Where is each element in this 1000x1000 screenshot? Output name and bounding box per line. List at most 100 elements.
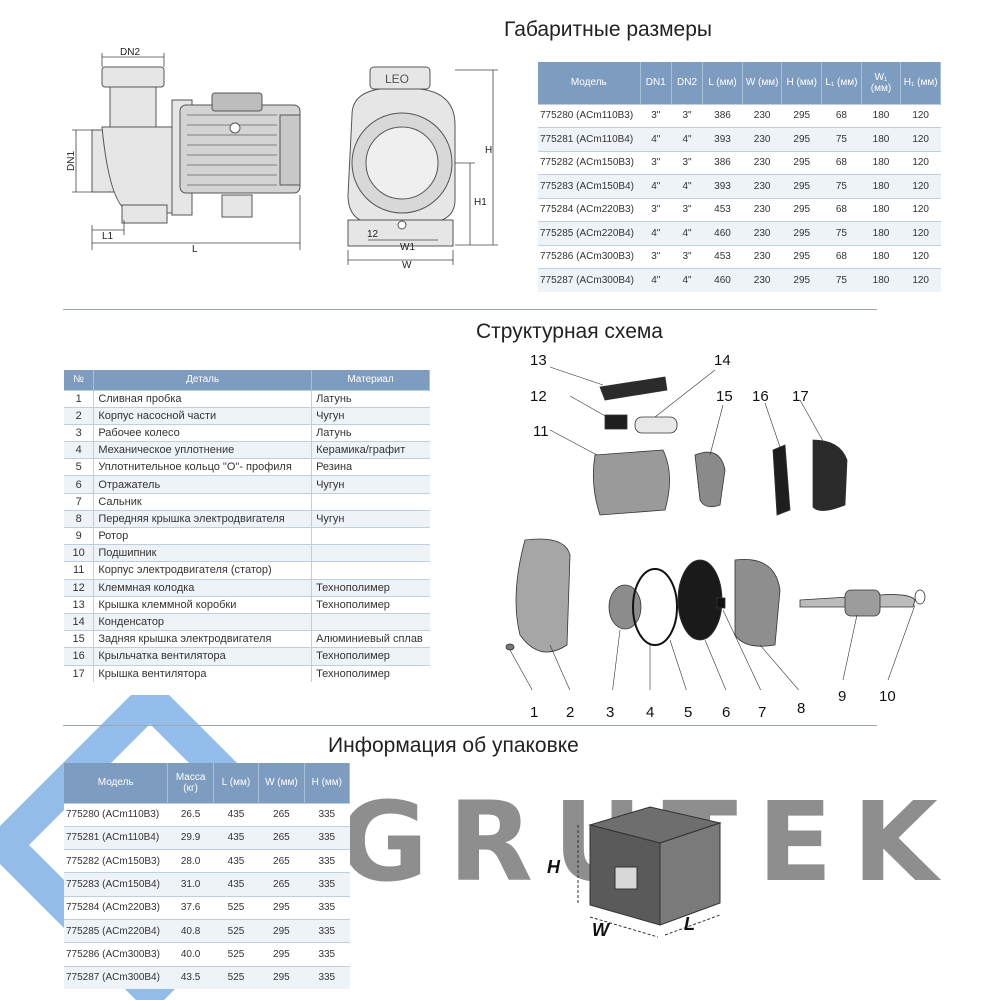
table-cell: Конденсатор bbox=[93, 612, 313, 631]
table-cell: 775286 (ACm300B3) bbox=[64, 942, 168, 967]
table-cell: Технополимер bbox=[311, 578, 430, 597]
table-cell: 295 bbox=[258, 895, 305, 920]
table-cell: 775284 (ACm220B3) bbox=[64, 895, 168, 920]
table-cell: 120 bbox=[900, 244, 941, 269]
part-callout-12: 12 bbox=[530, 388, 547, 405]
table-cell: 775282 (ACm150B3) bbox=[64, 849, 168, 873]
table-cell: 460 bbox=[702, 268, 743, 292]
table-cell: 11 bbox=[64, 561, 95, 580]
table-cell: Технополимер bbox=[311, 664, 430, 683]
column-header: H (мм) bbox=[781, 62, 823, 104]
part-callout-3: 3 bbox=[606, 704, 615, 721]
table-cell: 230 bbox=[742, 103, 782, 128]
table-cell: 3" bbox=[671, 244, 703, 269]
table-cell: 120 bbox=[900, 150, 941, 175]
table-cell: 3" bbox=[640, 197, 672, 222]
table-cell: 295 bbox=[781, 268, 822, 292]
table-cell: 775281 (ACm110B4) bbox=[64, 825, 168, 850]
table-cell: Корпус электродвигателя (статор) bbox=[93, 561, 313, 580]
table-cell: Чугун bbox=[311, 475, 430, 494]
table-cell: 75 bbox=[821, 127, 862, 151]
part-callout-16: 16 bbox=[752, 388, 769, 405]
table-cell: 40.8 bbox=[167, 918, 214, 943]
table-cell: 775283 (ACm150B4) bbox=[64, 872, 168, 897]
dn1-label: DN1 bbox=[66, 151, 77, 171]
table-cell: 265 bbox=[258, 802, 305, 827]
table-cell: 16 bbox=[64, 647, 95, 665]
table-cell: 335 bbox=[304, 895, 350, 920]
table-cell: 75 bbox=[821, 268, 862, 292]
table-cell: 4 bbox=[64, 441, 95, 459]
table-cell: 265 bbox=[258, 849, 305, 873]
column-header: Модель bbox=[538, 62, 641, 104]
l1-label: L1 bbox=[102, 231, 114, 242]
table-cell: Крыльчатка вентилятора bbox=[93, 647, 313, 665]
table-cell: Латунь bbox=[311, 423, 430, 442]
table-cell: 295 bbox=[781, 174, 822, 198]
table-cell: 435 bbox=[213, 849, 259, 873]
section-divider bbox=[63, 725, 877, 726]
table-cell: 525 bbox=[213, 895, 259, 920]
table-cell: 180 bbox=[861, 221, 901, 245]
table-cell: 26.5 bbox=[167, 802, 214, 827]
heading-structure: Структурная схема bbox=[476, 320, 663, 343]
table-cell: 180 bbox=[861, 244, 901, 269]
table-cell: 180 bbox=[861, 150, 901, 175]
table-cell: 295 bbox=[781, 127, 822, 151]
table-cell: Чугун bbox=[311, 406, 430, 425]
table-cell: 230 bbox=[742, 127, 782, 151]
table-cell: 335 bbox=[304, 965, 350, 990]
table-cell: 775282 (ACm150B3) bbox=[538, 150, 641, 175]
box-l-label: L bbox=[684, 914, 695, 934]
table-cell: Рабочее колесо bbox=[93, 423, 313, 442]
table-cell: 13 bbox=[64, 595, 95, 614]
table-cell: Чугун bbox=[311, 509, 430, 528]
table-cell: Механическое уплотнение bbox=[93, 441, 313, 459]
exploded-view-diagram bbox=[505, 366, 926, 690]
table-cell: 265 bbox=[258, 825, 305, 850]
table-cell: 15 bbox=[64, 630, 95, 648]
table-cell: 230 bbox=[742, 268, 782, 292]
table-cell: 43.5 bbox=[167, 965, 214, 990]
table-cell: 435 bbox=[213, 872, 259, 897]
table-cell: 775283 (ACm150B4) bbox=[538, 174, 641, 198]
table-cell: Задняя крышка электродвигателя bbox=[93, 630, 313, 648]
table-cell: 1 bbox=[64, 389, 95, 408]
box-w-label: W bbox=[592, 920, 609, 940]
table-cell: 230 bbox=[742, 221, 782, 245]
table-cell: Керамика/графит bbox=[311, 441, 430, 459]
table-cell: 120 bbox=[900, 221, 941, 245]
table-cell: 68 bbox=[821, 244, 862, 269]
table-cell: 335 bbox=[304, 802, 350, 827]
table-cell: 3" bbox=[671, 197, 703, 222]
table-cell: 120 bbox=[900, 268, 941, 292]
table-cell: 4" bbox=[671, 268, 703, 292]
part-callout-4: 4 bbox=[646, 704, 655, 721]
column-header: W (мм) bbox=[742, 62, 783, 104]
part-callout-11: 11 bbox=[533, 423, 549, 440]
table-cell: 453 bbox=[702, 197, 743, 222]
table-cell: 775281 (ACm110B4) bbox=[538, 127, 641, 151]
w1-label: W1 bbox=[400, 242, 415, 253]
dim-12-label: 12 bbox=[367, 229, 379, 240]
table-cell: 6 bbox=[64, 475, 95, 494]
table-cell: 435 bbox=[213, 825, 259, 850]
part-callout-5: 5 bbox=[684, 704, 693, 721]
table-cell: 775280 (ACm110B3) bbox=[538, 103, 641, 128]
table-cell: 4" bbox=[640, 268, 672, 292]
column-header: Масса (кг) bbox=[167, 763, 214, 803]
part-callout-8: 8 bbox=[797, 700, 806, 717]
column-header: Материал bbox=[311, 370, 430, 390]
